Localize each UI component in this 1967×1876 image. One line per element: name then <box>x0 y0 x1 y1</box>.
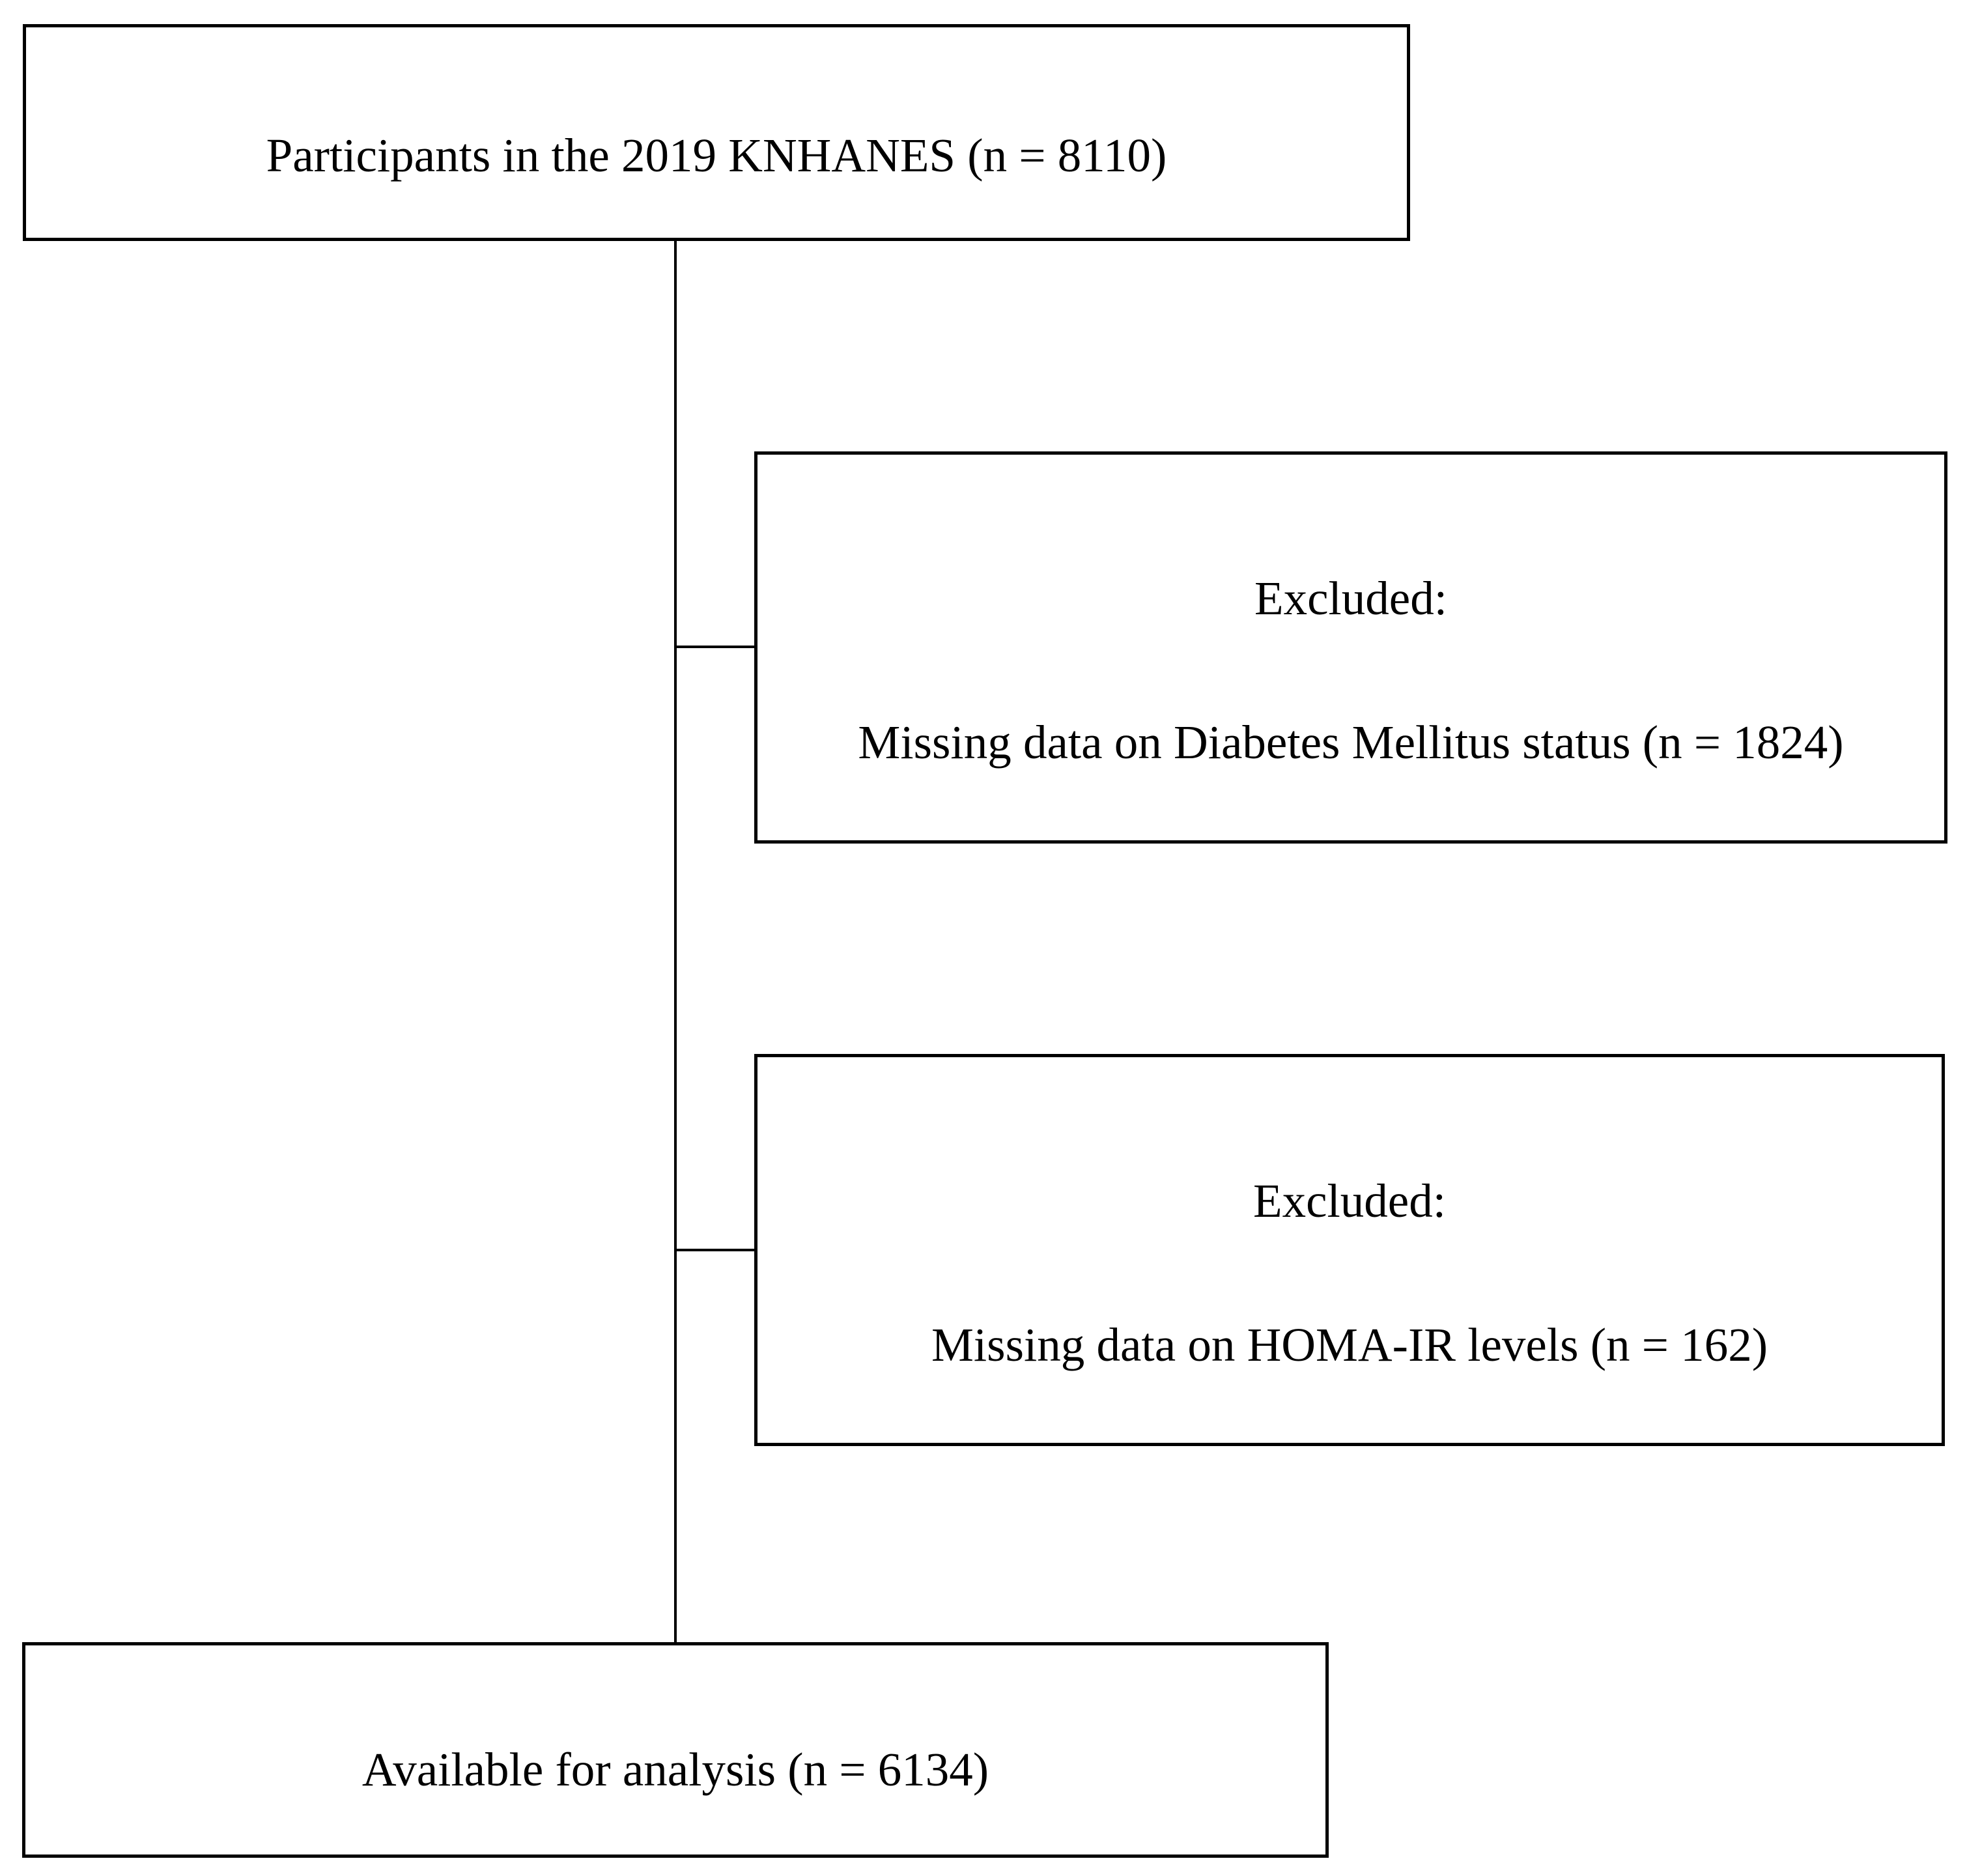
node-participants: Participants in the 2019 KNHANES (n = 81… <box>23 24 1410 241</box>
node-excluded-dm: Excluded: Missing data on Diabetes Melli… <box>754 451 1947 844</box>
connector-to-excluded-dm <box>675 646 754 648</box>
node-participants-label: Participants in the 2019 KNHANES (n = 81… <box>266 128 1167 182</box>
node-excluded-homa-detail: Missing data on HOMA-IR levels (n = 162) <box>931 1318 1768 1371</box>
node-excluded-dm-detail: Missing data on Diabetes Mellitus status… <box>858 715 1844 769</box>
node-excluded-homa-heading: Excluded: <box>1253 1174 1446 1227</box>
node-available: Available for analysis (n = 6134) <box>22 1642 1329 1858</box>
node-excluded-dm-heading: Excluded: <box>1254 572 1447 625</box>
connector-main-vertical-line <box>674 241 677 1642</box>
node-excluded-homa: Excluded: Missing data on HOMA-IR levels… <box>754 1054 1945 1446</box>
node-available-label: Available for analysis (n = 6134) <box>361 1742 989 1796</box>
connector-to-excluded-homa <box>675 1249 754 1251</box>
